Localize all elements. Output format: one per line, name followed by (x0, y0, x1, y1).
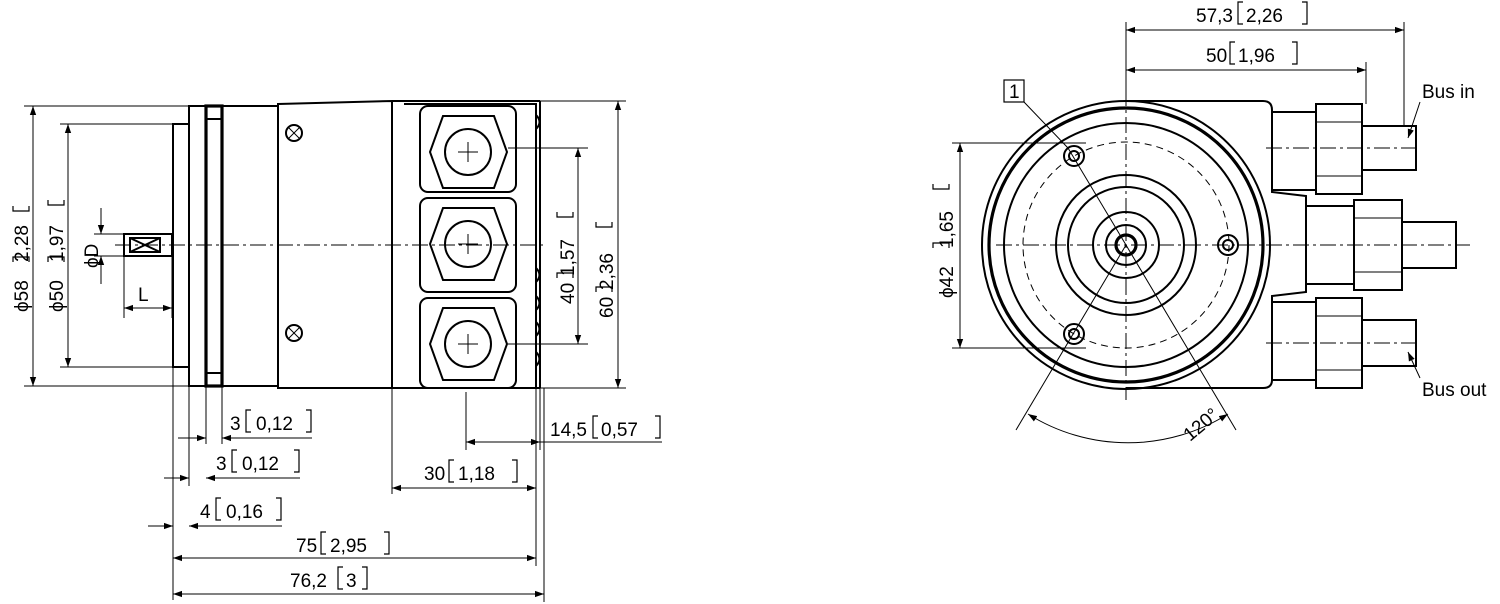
bus-in-label-group: Bus in (1407, 82, 1475, 139)
dia42-label: ϕ42 (937, 266, 958, 298)
gland-bus-out (1266, 297, 1420, 389)
bus-cover (404, 103, 541, 389)
dim-40: 40 1,57 (508, 147, 588, 345)
d3a-label: 3 (230, 414, 241, 435)
d14-inch: 0,57 (601, 420, 638, 441)
d30-inch: 1,18 (458, 464, 495, 485)
flange (172, 104, 279, 388)
dim-57-3: 57,3 2,26 (1125, 1, 1405, 126)
dim-50: 50 1,96 (1126, 41, 1367, 104)
screw-bottom (285, 324, 303, 342)
d50-label: 50 (1206, 46, 1227, 67)
d57-inch: 2,26 (1246, 6, 1283, 27)
l-label: L (138, 285, 149, 306)
screw-top (285, 124, 303, 142)
d50-inch: 1,96 (1238, 46, 1275, 67)
side-view: ϕ58 2,28 ϕ50 1,97 ϕD L (12, 99, 662, 602)
dim-3a: 3 0,12 (178, 386, 312, 444)
angle-arc (1027, 413, 1229, 444)
callout-1: 1 (1003, 79, 1069, 149)
gland-center (1305, 199, 1457, 291)
dim-dia50: ϕ50 1,97 (47, 123, 173, 368)
angle-label: 120° (1180, 404, 1224, 445)
dim-dia-d: ϕD (82, 208, 124, 284)
cable-gland-3 (419, 297, 517, 389)
h60-inch: 2,36 (597, 253, 618, 290)
dia50-inch: 1,97 (47, 225, 68, 262)
dim-14-5: 14,5 0,57 (465, 388, 662, 450)
radial-line (1067, 147, 1127, 246)
angle-leg-1 (1015, 244, 1127, 431)
d14-label: 14,5 (550, 420, 587, 441)
h60-label: 60 (597, 297, 618, 318)
h40-inch: 1,57 (558, 239, 579, 276)
d4-label: 4 (200, 502, 211, 523)
bus-out-label: Bus out (1422, 380, 1487, 401)
front-view: 120° 57 (932, 1, 1487, 446)
dim-30: 30 1,18 (391, 388, 536, 494)
dim-60: 60 2,36 (540, 100, 626, 389)
dia-d-label: ϕD (82, 244, 103, 268)
dim-75: 75 2,95 (173, 388, 537, 566)
d57-label: 57,3 (1196, 6, 1233, 27)
d30-label: 30 (424, 464, 445, 485)
dia42-inch: 1,65 (937, 211, 958, 248)
d75-label: 75 (296, 536, 317, 557)
dim-4: 4 0,16 (148, 367, 282, 600)
d3a-inch: 0,12 (256, 414, 293, 435)
h40-label: 40 (558, 283, 579, 304)
bus-out-label-group: Bus out (1407, 351, 1487, 401)
gland-bus-in (1266, 103, 1420, 195)
dim-76: 76,2 3 (173, 388, 545, 602)
dia50-label: ϕ50 (47, 280, 68, 312)
dia58-inch: 2,28 (12, 225, 33, 262)
d76-inch: 3 (346, 571, 357, 592)
d76-label: 76,2 (290, 571, 327, 592)
dia58-label: ϕ58 (12, 280, 33, 312)
bus-in-label: Bus in (1422, 82, 1475, 103)
dim-3b: 3 0,12 (164, 386, 300, 486)
d4-inch: 0,16 (226, 502, 263, 523)
cable-gland-1 (419, 105, 517, 193)
d75-inch: 2,95 (330, 536, 367, 557)
angle-leg-2 (1125, 244, 1237, 431)
d3b-inch: 0,12 (242, 454, 279, 475)
d3b-label: 3 (216, 454, 227, 475)
dim-l: L (123, 256, 173, 318)
dim-dia58: ϕ58 2,28 (12, 105, 189, 387)
callout-number: 1 (1009, 82, 1020, 103)
